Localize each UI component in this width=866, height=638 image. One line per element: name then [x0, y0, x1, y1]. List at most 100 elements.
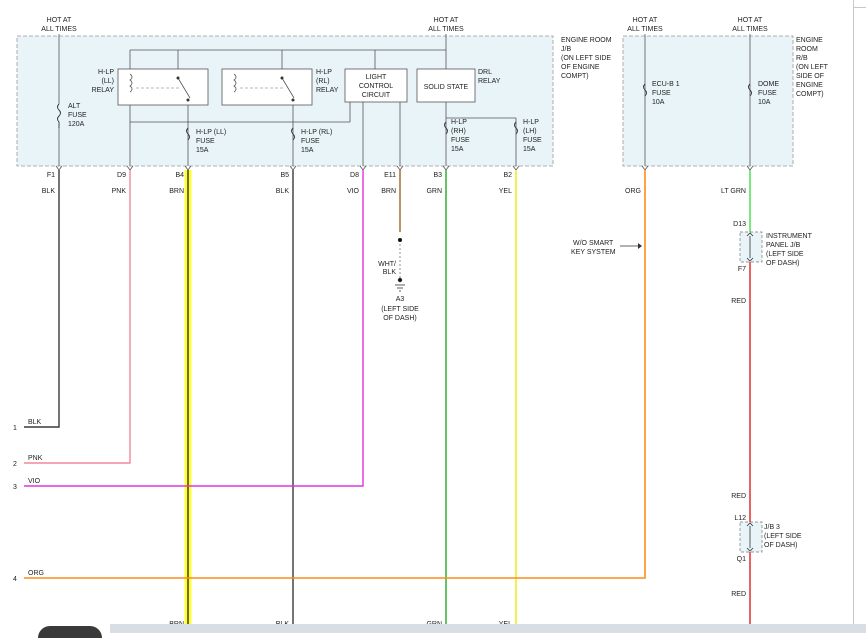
- svg-text:YEL: YEL: [499, 188, 512, 195]
- hlp-ll-relay: [117, 68, 209, 106]
- right-divider-tick: [853, 7, 866, 8]
- svg-text:B4: B4: [175, 172, 184, 179]
- svg-text:OF DASH): OF DASH): [383, 315, 416, 322]
- svg-text:B2: B2: [503, 172, 512, 179]
- svg-text:VIO: VIO: [347, 188, 360, 195]
- svg-text:ECU-B 1: ECU-B 1: [652, 81, 680, 88]
- jb3: [739, 521, 763, 553]
- svg-text:COMPT): COMPT): [561, 73, 589, 80]
- svg-text:H-LP (LL): H-LP (LL): [196, 129, 226, 136]
- svg-text:FUSE: FUSE: [301, 138, 320, 145]
- svg-text:H-LP: H-LP: [451, 119, 467, 126]
- svg-text:BRN: BRN: [381, 188, 396, 195]
- hlp-lh-fuse-label: H-LP (LH) FUSE 15A: [523, 119, 542, 153]
- wire-color-labels: BLK PNK BRN BLK VIO BRN GRN YEL ORG LT G…: [42, 188, 746, 195]
- svg-text:KEY SYSTEM: KEY SYSTEM: [571, 249, 616, 256]
- svg-text:Q1: Q1: [737, 556, 746, 563]
- red-wire-labels: RED RED RED: [731, 298, 746, 598]
- svg-text:ENGINE: ENGINE: [796, 37, 823, 44]
- svg-text:RED: RED: [731, 493, 746, 500]
- svg-text:(ON LEFT: (ON LEFT: [796, 64, 829, 71]
- svg-text:BLK: BLK: [28, 419, 42, 426]
- svg-text:15A: 15A: [301, 147, 314, 154]
- jb-internal-wiring: [58, 34, 751, 166]
- hlp-rl-relay: [221, 68, 313, 106]
- svg-text:RED: RED: [731, 591, 746, 598]
- logo-icon: [38, 626, 102, 638]
- smart-key-arrow-icon: [620, 243, 642, 249]
- svg-text:ORG: ORG: [625, 188, 641, 195]
- svg-text:ENGINE: ENGINE: [796, 82, 823, 89]
- svg-text:R/B: R/B: [796, 55, 808, 62]
- power-source-3-line2: ALL TIMES: [627, 26, 663, 33]
- wire-brn: [398, 170, 402, 282]
- svg-text:(LEFT SIDE: (LEFT SIDE: [766, 251, 804, 258]
- connector-ids: F1 D9 B4 B5 D8 E11 B3 B2: [47, 172, 512, 179]
- power-source-3-line1: HOT AT: [633, 17, 658, 24]
- svg-text:GRN: GRN: [426, 188, 442, 195]
- svg-text:INSTRUMENT: INSTRUMENT: [766, 233, 813, 240]
- right-divider: [853, 0, 854, 624]
- svg-text:L12: L12: [734, 515, 746, 522]
- hlp-rl-fuse-label: H-LP (RL) FUSE 15A: [301, 129, 332, 154]
- solid-state-relay: [416, 68, 476, 103]
- light-control-circuit-label: LIGHT CONTROL CIRCUIT: [359, 74, 393, 99]
- svg-text:BLK: BLK: [42, 188, 56, 195]
- svg-text:2: 2: [13, 461, 17, 468]
- svg-text:(LL): (LL): [102, 78, 114, 85]
- svg-text:D13: D13: [733, 221, 746, 228]
- svg-text:BLK: BLK: [383, 269, 397, 276]
- svg-text:OF ENGINE: OF ENGINE: [561, 64, 600, 71]
- dome-fuse-label: DOME FUSE 10A: [758, 81, 779, 106]
- svg-text:B3: B3: [433, 172, 442, 179]
- ground-label: WHT/ BLK A3 (LEFT SIDE OF DASH): [378, 261, 419, 322]
- alt-fuse-label: ALT FUSE 120A: [68, 103, 87, 128]
- hlp-rh-fuse-label: H-LP (RH) FUSE 15A: [451, 119, 470, 153]
- power-source-4-line1: HOT AT: [738, 17, 763, 24]
- engine-room-jb-caption: ENGINE ROOM J/B (ON LEFT SIDE OF ENGINE …: [561, 37, 612, 80]
- svg-text:F7: F7: [738, 266, 746, 273]
- svg-text:(ON LEFT SIDE: (ON LEFT SIDE: [561, 55, 611, 62]
- svg-text:120A: 120A: [68, 121, 85, 128]
- svg-text:PANEL J/B: PANEL J/B: [766, 242, 801, 249]
- svg-text:FUSE: FUSE: [523, 137, 542, 144]
- drl-relay-label: DRL RELAY: [478, 69, 501, 85]
- svg-text:(LH): (LH): [523, 128, 537, 135]
- svg-text:15A: 15A: [451, 146, 464, 153]
- svg-text:RELAY: RELAY: [316, 87, 339, 94]
- svg-text:J/B 3: J/B 3: [764, 524, 780, 531]
- wire-vio: [24, 170, 364, 487]
- svg-text:15A: 15A: [523, 146, 536, 153]
- svg-text:ORG: ORG: [28, 570, 44, 577]
- svg-text:FUSE: FUSE: [451, 137, 470, 144]
- svg-text:WHT/: WHT/: [378, 261, 396, 268]
- svg-text:(RH): (RH): [451, 128, 466, 135]
- svg-text:D8: D8: [350, 172, 359, 179]
- hlp-rl-relay-label: H-LP (RL) RELAY: [316, 69, 339, 94]
- hlp-ll-relay-label: H-LP (LL) RELAY: [92, 69, 115, 94]
- svg-text:W/O SMART: W/O SMART: [573, 240, 614, 247]
- svg-text:RELAY: RELAY: [478, 78, 501, 85]
- svg-text:FUSE: FUSE: [196, 138, 215, 145]
- wire-org: [24, 170, 646, 579]
- svg-text:FUSE: FUSE: [652, 90, 671, 97]
- svg-text:10A: 10A: [758, 99, 771, 106]
- connector-terminals: [55, 165, 754, 171]
- svg-text:OF DASH): OF DASH): [764, 542, 797, 549]
- solid-state-label: SOLID STATE: [424, 84, 469, 91]
- svg-text:H-LP: H-LP: [523, 119, 539, 126]
- svg-text:CIRCUIT: CIRCUIT: [362, 92, 391, 99]
- svg-text:E11: E11: [384, 172, 396, 179]
- svg-text:ENGINE ROOM: ENGINE ROOM: [561, 37, 612, 44]
- svg-text:(LEFT SIDE: (LEFT SIDE: [764, 533, 802, 540]
- svg-text:1: 1: [13, 425, 17, 432]
- svg-text:H-LP: H-LP: [316, 69, 332, 76]
- svg-text:COMPT): COMPT): [796, 91, 824, 98]
- left-output-pins: 1 BLK 2 PNK 3 VIO 4 ORG: [13, 419, 44, 583]
- jb3-label: L12 Q1 J/B 3 (LEFT SIDE OF DASH): [734, 515, 802, 563]
- svg-text:D9: D9: [117, 172, 126, 179]
- instrument-panel-jb: [739, 231, 763, 263]
- svg-text:(RL): (RL): [316, 78, 330, 85]
- power-source-2-line1: HOT AT: [434, 17, 459, 24]
